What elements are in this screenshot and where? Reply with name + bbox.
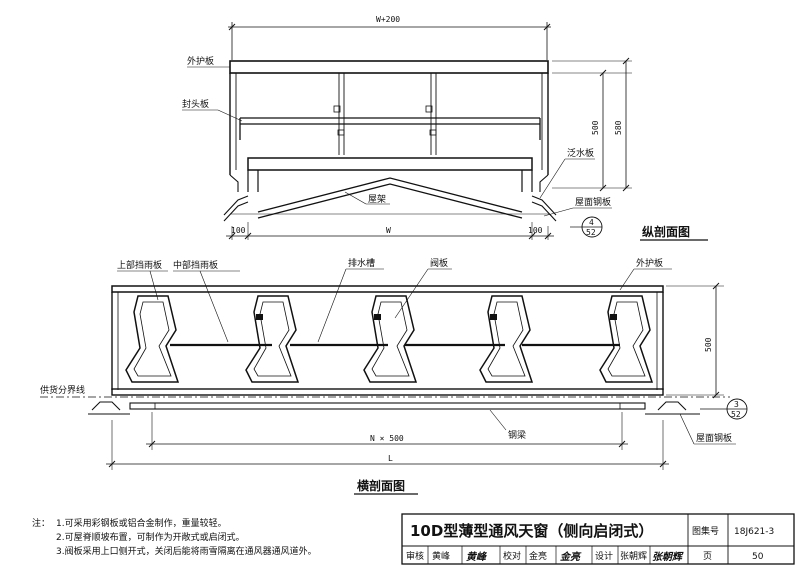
note-1: 1.可采用彩钢板或铝合金制作，重量较轻。 xyxy=(56,517,227,529)
dim-transverse-500: 500 xyxy=(704,337,713,352)
design-name: 张朝辉 xyxy=(620,551,647,562)
louver-1 xyxy=(125,295,180,383)
flashing-and-roof-steel xyxy=(223,195,557,222)
review-signature: 黄峰 xyxy=(466,551,488,563)
supply-boundary xyxy=(40,396,730,415)
notes-prefix: 注： xyxy=(32,517,50,529)
check-name: 金亮 xyxy=(529,550,547,562)
design-signature: 张朝辉 xyxy=(652,551,684,563)
dim-bottom: 100 W 100 xyxy=(226,222,554,240)
longitudinal-section: W+200 xyxy=(182,15,708,241)
page-label: 页 xyxy=(703,551,712,562)
louver-2 xyxy=(245,295,300,383)
dim-n-times-500: N × 500 xyxy=(370,434,404,443)
notes: 注： 1.可采用彩钢板或铝合金制作，重量较轻。 2.可屋脊顺坡布置，可制作为开敞… xyxy=(32,517,317,557)
label-valve: 阀板 xyxy=(430,257,448,269)
atlas-number: 18J621-3 xyxy=(734,527,774,537)
title-block: 10D型薄型通风天窗（侧向启闭式） 图集号 18J621-3 审核 黄峰 黄峰 … xyxy=(401,513,795,565)
detail-ref-3-52: 3 52 xyxy=(700,398,748,420)
dim-right-heights: 500 580 xyxy=(552,57,632,192)
dim-100-left: 100 xyxy=(231,226,246,235)
louver-cells xyxy=(125,295,654,383)
gutter-rails xyxy=(130,291,620,347)
label-supply-line: 供货分界线 xyxy=(40,384,85,396)
outer-frame xyxy=(111,285,664,396)
dim-w-plus-200: W+200 xyxy=(376,15,400,24)
atlas-label: 图集号 xyxy=(692,525,719,537)
label-middle-baffle: 中部挡雨板 xyxy=(173,259,218,271)
dim-l: L xyxy=(388,454,393,463)
label-gutter: 排水槽 xyxy=(348,257,375,269)
ref-4-num: 4 xyxy=(589,218,594,227)
label-end-panel: 封头板 xyxy=(182,98,209,110)
detail-ref-4-52: 4 52 xyxy=(570,216,603,238)
ref-3-den: 52 xyxy=(731,410,741,419)
transverse-labels: 上部挡雨板 中部挡雨板 排水槽 阀板 外护板 供货分界线 钢梁 屋面钢板 xyxy=(40,257,736,445)
label-outer-panel: 外护板 xyxy=(187,55,214,67)
review-label: 审核 xyxy=(406,550,424,562)
end-panel xyxy=(239,117,541,140)
truss xyxy=(257,177,523,219)
dim-580: 580 xyxy=(614,120,623,135)
dim-100-right: 100 xyxy=(528,226,543,235)
label-steel-beam: 钢梁 xyxy=(508,429,526,441)
note-3: 3.阀板采用上口侧开式，关闭后能将雨雪隔离在通风器通风道外。 xyxy=(56,545,317,557)
check-signature: 金亮 xyxy=(560,551,582,563)
dim-w: W xyxy=(386,226,391,235)
transverse-caption: 横剖面图 xyxy=(357,478,405,493)
louver-4 xyxy=(479,295,534,383)
louver-3 xyxy=(363,295,418,383)
base-plate xyxy=(229,157,549,192)
label-transverse-outer-panel: 外护板 xyxy=(636,257,663,269)
check-label: 校对 xyxy=(503,550,521,562)
transverse-section: 500 N × 500 L 上部挡雨板 中部挡雨板 排水槽 xyxy=(40,257,748,495)
dim-transverse-bottom: N × 500 L xyxy=(106,412,669,470)
dim-500: 500 xyxy=(591,120,600,135)
note-2: 2.可屋脊顺坡布置，可制作为开敞式或启闭式。 xyxy=(56,531,245,543)
dim-transverse-height: 500 xyxy=(666,282,724,399)
label-truss: 屋架 xyxy=(368,194,386,205)
drawing-title: 10D型薄型通风天窗（侧向启闭式） xyxy=(410,522,653,540)
page-number: 50 xyxy=(752,552,764,562)
label-flashing: 泛水板 xyxy=(567,147,594,159)
longitudinal-labels: 外护板 封头板 泛水板 屋架 屋面钢板 xyxy=(182,55,612,217)
ref-4-den: 52 xyxy=(586,228,596,237)
review-name: 黄峰 xyxy=(432,550,450,562)
longitudinal-caption: 纵剖面图 xyxy=(642,224,690,239)
label-upper-baffle: 上部挡雨板 xyxy=(117,259,162,271)
label-roof-steel: 屋面钢板 xyxy=(575,196,611,208)
design-label: 设计 xyxy=(595,550,613,562)
ref-3-num: 3 xyxy=(734,400,739,409)
louver-5 xyxy=(599,295,654,383)
label-transverse-roof-steel: 屋面钢板 xyxy=(696,432,732,444)
dim-top: W+200 xyxy=(228,15,551,60)
